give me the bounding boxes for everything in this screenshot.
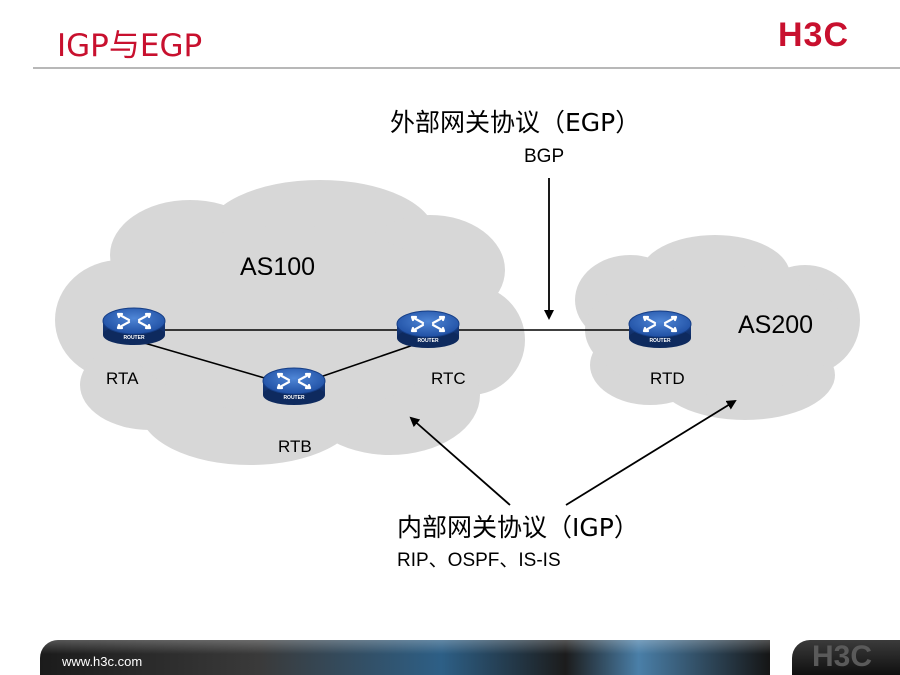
router-label-rtb: RTB	[278, 437, 312, 456]
header-divider	[33, 67, 900, 69]
router-icon-rta	[101, 306, 167, 347]
igp-title: 内部网关协议（IGP）	[397, 513, 639, 542]
footer-logo-box	[792, 640, 900, 675]
router-label-rtd: RTD	[650, 369, 685, 388]
as100-label: AS100	[240, 253, 316, 281]
igp-arrow-right	[565, 399, 737, 506]
egp-protocols: BGP	[524, 146, 565, 167]
h3c-logo: H3C	[778, 16, 850, 54]
router-label-rtc: RTC	[431, 369, 466, 388]
as200-cloud	[575, 235, 860, 420]
footer-bar	[40, 640, 770, 675]
as200-label: AS200	[738, 311, 814, 339]
router-label-rta: RTA	[106, 369, 139, 388]
footer-h3c-logo: H3C	[812, 640, 873, 673]
router-icon-rtc	[395, 309, 461, 350]
router-icon-rtd	[627, 309, 693, 350]
igp-arrow-left	[409, 416, 511, 506]
router-icon-rtb	[261, 366, 327, 407]
slide-title: IGP与EGP	[57, 28, 203, 64]
egp-title: 外部网关协议（EGP）	[390, 108, 641, 137]
igp-protocols: RIP、OSPF、IS-IS	[397, 550, 561, 571]
footer-url[interactable]: www.h3c.com	[62, 654, 143, 669]
